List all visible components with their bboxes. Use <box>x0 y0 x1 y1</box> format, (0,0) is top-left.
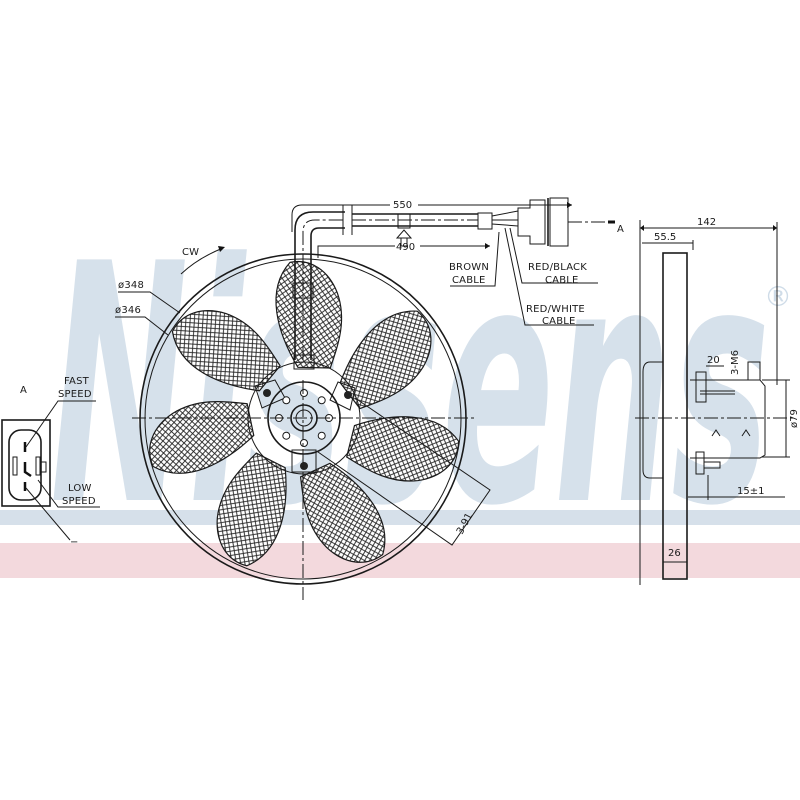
wire-brown-label-2: CABLE <box>452 275 486 286</box>
fan-blade <box>171 310 281 392</box>
cable-sleeve <box>477 212 493 230</box>
mount-hole-right <box>344 391 352 399</box>
wire-redwhite-label: RED/WHITE <box>526 304 585 315</box>
fast-speed-label-2: SPEED <box>58 389 92 400</box>
cable-clip <box>292 282 314 299</box>
hub-hole <box>317 431 326 440</box>
hub-mount-arm-bottom <box>291 449 317 473</box>
wire-redblack-label: RED/BLACK <box>528 262 587 273</box>
connector-view: A FAST SPEED LOW SPEED − <box>1 376 100 548</box>
ground-label: − <box>70 537 79 548</box>
low-speed-label-2: SPEED <box>62 496 96 507</box>
wire-brown-label: BROWN <box>449 262 489 273</box>
cable-grommet <box>293 354 315 370</box>
hub-hole <box>317 396 326 405</box>
low-speed-label: LOW <box>68 483 92 494</box>
blade-offset-label: 55.5 <box>654 232 676 243</box>
connector-housing <box>1 419 51 507</box>
motor-diameter-label: ø79 <box>789 409 800 428</box>
fan-blade <box>299 462 386 563</box>
cable-length-550: 550 <box>393 200 412 211</box>
hub-hole <box>300 439 308 447</box>
hub-holes <box>275 389 333 447</box>
cable-push-pin <box>395 229 413 247</box>
outer-diameter-label: ø348 <box>118 280 144 291</box>
mount-hole-left <box>263 389 271 397</box>
hub-hole <box>282 431 291 440</box>
cable-clip-horizontal <box>397 213 411 229</box>
fan-side-view: 142 55.5 26 ø79 20 3-M6 15±1 <box>635 217 800 585</box>
side-ring <box>662 252 688 580</box>
registered-mark: ® <box>764 280 792 313</box>
overall-depth-label: 142 <box>697 217 716 228</box>
rotation-label: CW <box>182 247 199 258</box>
fan-blade <box>346 416 460 482</box>
hub-mount-arm-right <box>329 381 356 411</box>
fan-blade <box>339 310 432 410</box>
hub-hole <box>300 389 308 397</box>
wire-redblack-label-2: CABLE <box>545 275 579 286</box>
view-marker-a-front: A <box>617 224 624 235</box>
ring-width-label: 26 <box>668 548 681 559</box>
fan-blade <box>275 260 343 369</box>
fan-blade <box>149 401 255 474</box>
wire-callouts: BROWN CABLE RED/BLACK CABLE RED/WHITE CA… <box>449 227 598 327</box>
view-marker-a-connector: A <box>20 385 27 396</box>
stud-length-label: 20 <box>707 355 720 366</box>
cable-length-490: 490 <box>396 242 415 253</box>
side-blade <box>642 361 663 479</box>
inner-diameter-label: ø346 <box>115 305 141 316</box>
hub-hole <box>282 396 291 405</box>
thread-label: 3-M6 <box>730 350 741 375</box>
flange-label: 15±1 <box>737 486 764 497</box>
wire-redwhite-label-2: CABLE <box>542 316 576 327</box>
pin-low <box>23 462 32 478</box>
fan-front-view: 550 490 A BROWN CABLE RED/BLACK CABLE RE… <box>115 197 624 600</box>
fan-blades <box>149 260 460 567</box>
fast-speed-label: FAST <box>64 376 90 387</box>
cable-dimensions: 550 490 A <box>291 200 624 258</box>
rotation-arrow <box>180 247 224 275</box>
power-cable <box>292 197 615 370</box>
watermark-band-pink <box>0 543 800 578</box>
mount-hole-bottom <box>300 462 308 470</box>
watermark-band-blue <box>0 510 800 525</box>
fan-blade <box>216 452 287 567</box>
fan-hub <box>247 361 361 475</box>
